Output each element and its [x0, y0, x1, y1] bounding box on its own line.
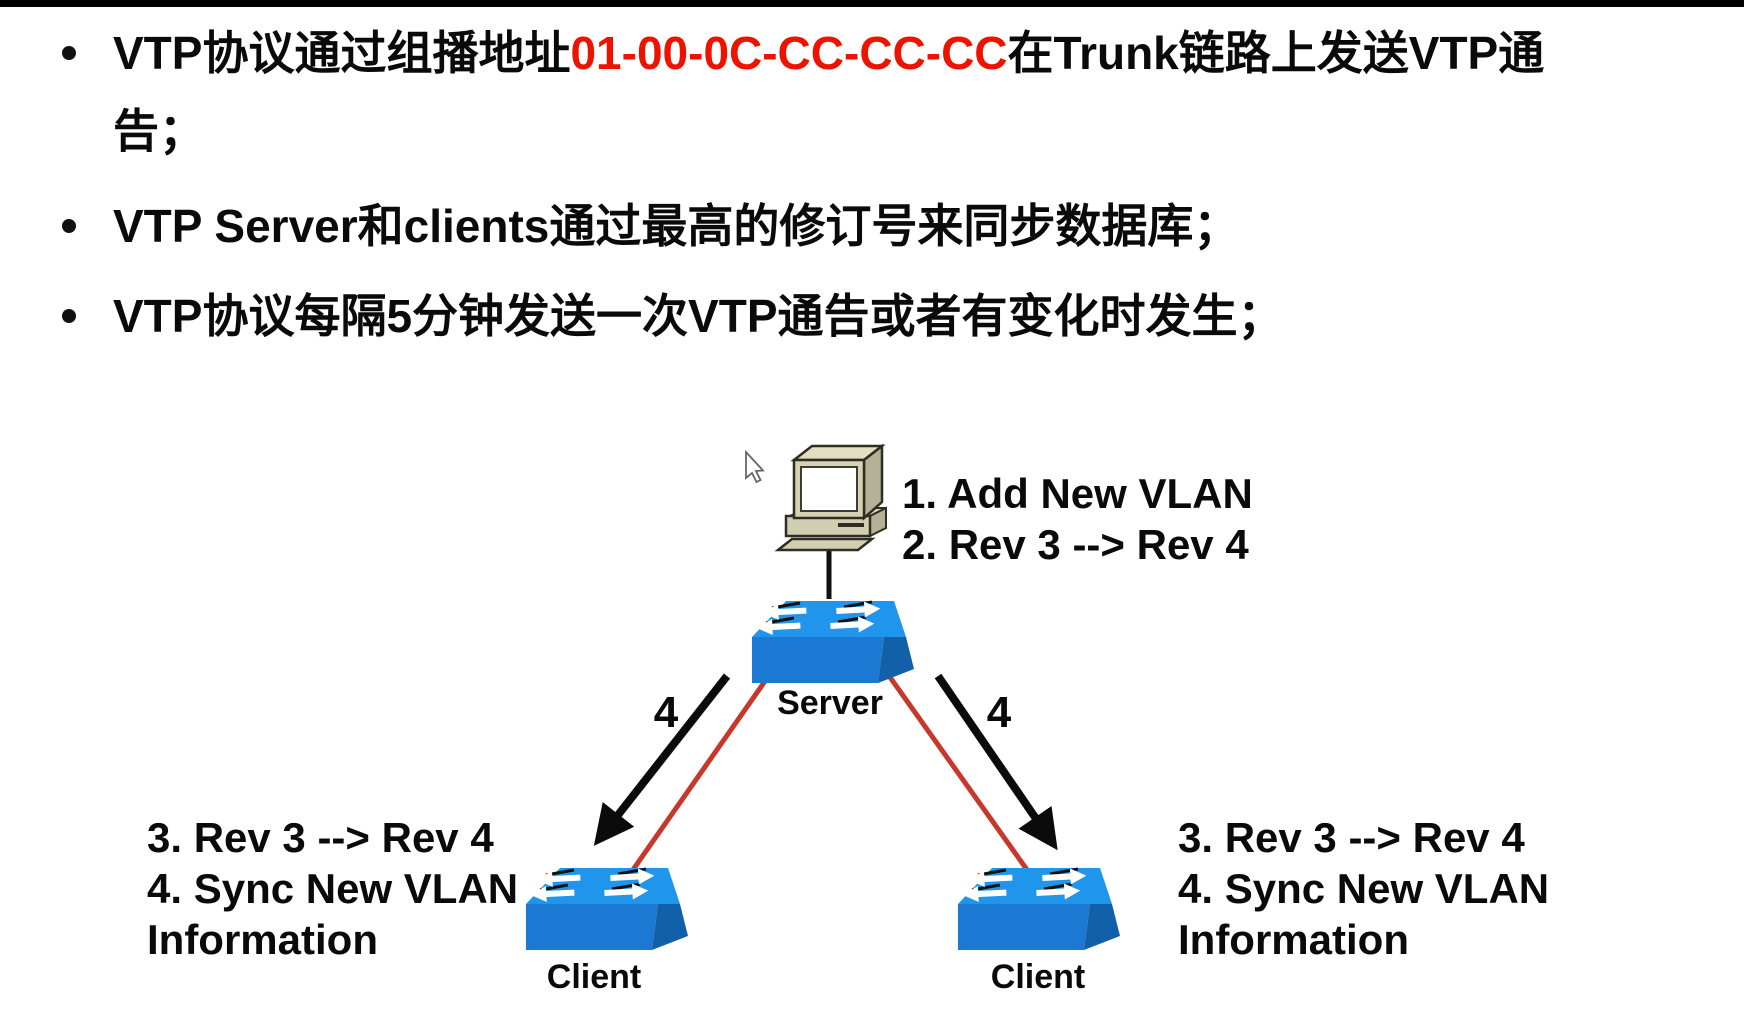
bullet-1-post: 在Trunk链路上发送VTP通 [1007, 27, 1545, 79]
steps-left: 3. Rev 3 --> Rev 4 4. Sync New VLAN Info… [147, 812, 518, 965]
pc-icon [774, 443, 887, 552]
bullet-dot-2 [62, 219, 76, 233]
switch-icon-server [750, 599, 916, 685]
client-left-label: Client [546, 958, 642, 996]
bullet-1-line-2: 告； [113, 105, 205, 157]
bullet-1-line-1: VTP协议通过组播地址01-00-0C-CC-CC-CC在Trunk链路上发送V… [113, 24, 1544, 82]
steps-right-line-1: 3. Rev 3 --> Rev 4 [1178, 814, 1525, 861]
bullet-3: VTP协议每隔5分钟发送一次VTP通告或者有变化时发生； [113, 290, 1284, 342]
bullet-1-pre: VTP协议通过组播地址 [113, 27, 571, 79]
client-right-label: Client [990, 958, 1086, 996]
switch-icon-client-right [956, 866, 1122, 952]
bullet-dot-3 [62, 309, 76, 323]
steps-left-line-2: 4. Sync New VLAN [147, 865, 519, 912]
advertise-arrow-right [934, 673, 1058, 851]
link-label-right: 4 [986, 688, 1012, 737]
pc-note-line-2: 2. Rev 3 --> Rev 4 [902, 521, 1249, 568]
pc-note: 1. Add New VLAN 2. Rev 3 --> Rev 4 [902, 468, 1253, 570]
steps-right-line-2: 4. Sync New VLAN [1178, 865, 1550, 912]
trunk-link-right [879, 664, 1033, 876]
bullet-2: VTP Server和clients通过最高的修订号来同步数据库； [113, 200, 1240, 252]
steps-left-line-3: Information [147, 916, 378, 963]
vtp-multicast-mac: 01-00-0C-CC-CC-CC [570, 27, 1008, 79]
steps-right: 3. Rev 3 --> Rev 4 4. Sync New VLAN Info… [1178, 812, 1549, 965]
switch-icon-client-left [524, 866, 690, 952]
letterbox-bar [0, 0, 1744, 7]
mouse-cursor-icon [745, 449, 765, 484]
trunk-link-left [627, 672, 773, 876]
pc-note-line-1: 1. Add New VLAN [902, 470, 1253, 517]
bullet-dot-1 [62, 46, 76, 60]
server-label: Server [777, 684, 883, 722]
advertise-arrow-left [593, 673, 731, 846]
steps-right-line-3: Information [1178, 916, 1409, 963]
link-label-left: 4 [653, 688, 679, 737]
steps-left-line-1: 3. Rev 3 --> Rev 4 [147, 814, 494, 861]
